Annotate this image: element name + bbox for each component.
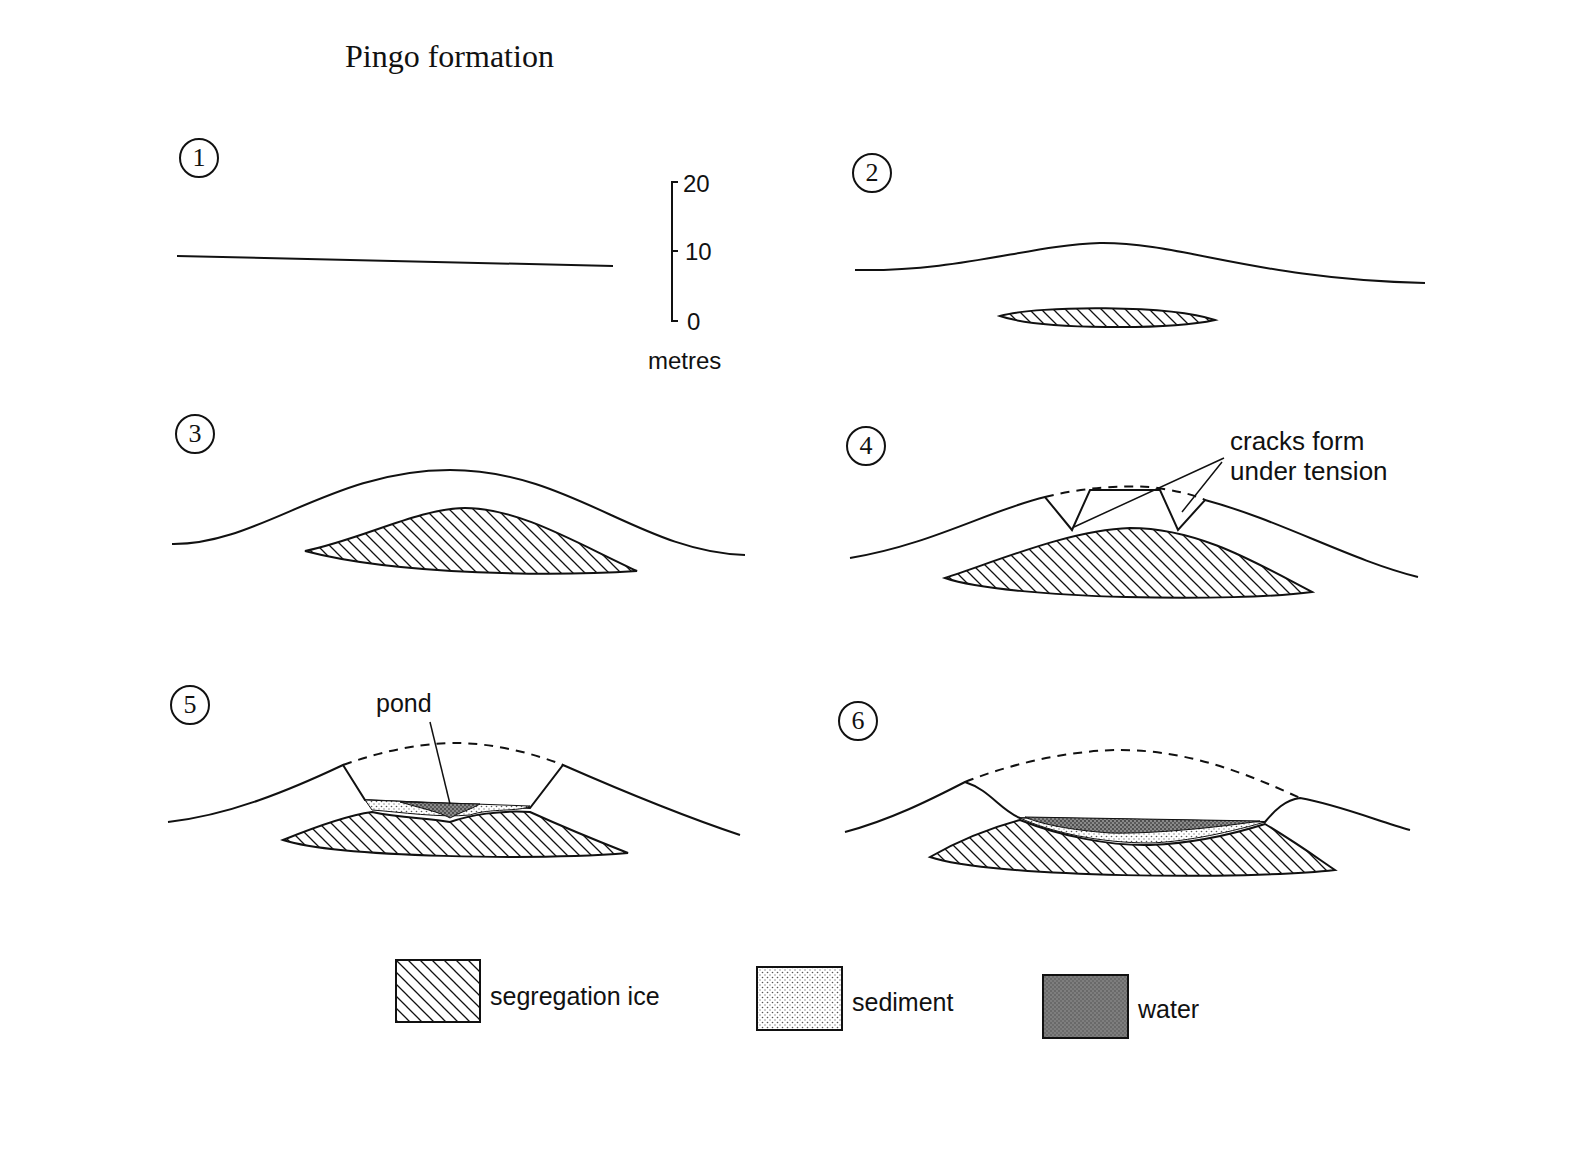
ground-surface	[177, 256, 613, 266]
panel-number: 5	[170, 685, 210, 725]
panel-number: 6	[838, 701, 878, 741]
panel-number: 4	[846, 426, 886, 466]
panel-number-text: 4	[860, 433, 873, 459]
annotation: cracks form under tension	[1230, 426, 1420, 486]
panel-number: 1	[179, 138, 219, 178]
panel-number: 2	[852, 153, 892, 193]
ice-lens	[283, 812, 628, 857]
legend-text: water	[1138, 995, 1199, 1024]
legend-swatch	[756, 966, 843, 1031]
ice-lens	[305, 508, 637, 574]
legend-swatch	[395, 959, 481, 1023]
scale-value: 10	[685, 237, 712, 267]
ice-lens	[945, 528, 1312, 598]
panel-number-text: 2	[866, 160, 879, 186]
pond-water	[400, 802, 480, 818]
scale-bar	[672, 182, 678, 321]
legend-swatch-fill	[396, 960, 480, 1022]
title: Pingo formation	[345, 38, 554, 75]
legend-swatch	[1042, 974, 1129, 1039]
legend-swatch-texture	[1044, 976, 1127, 1037]
panel-number-text: 1	[193, 145, 206, 171]
ice-lens	[1000, 308, 1215, 327]
scale-value: 0	[687, 307, 700, 337]
former-surface	[1045, 486, 1205, 500]
scale-unit: metres	[648, 346, 721, 376]
pond-water	[1025, 817, 1260, 833]
legend-text: segregation ice	[490, 982, 660, 1011]
legend-swatch-fill	[1043, 975, 1128, 1038]
legend-swatch-fill	[757, 967, 842, 1030]
panel-number-text: 3	[189, 421, 202, 447]
leader-line	[430, 722, 450, 804]
panel-number: 3	[175, 414, 215, 454]
panel-number-text: 6	[852, 708, 865, 734]
legend-text: sediment	[852, 988, 953, 1017]
panel-number-text: 5	[184, 692, 197, 718]
ice-lens	[930, 820, 1335, 876]
annotation: pond	[376, 688, 432, 718]
scale-value: 20	[683, 169, 710, 199]
former-surface	[965, 750, 1300, 798]
leader-line	[1074, 458, 1224, 527]
former-surface	[343, 743, 563, 765]
ground-surface	[855, 243, 1425, 283]
